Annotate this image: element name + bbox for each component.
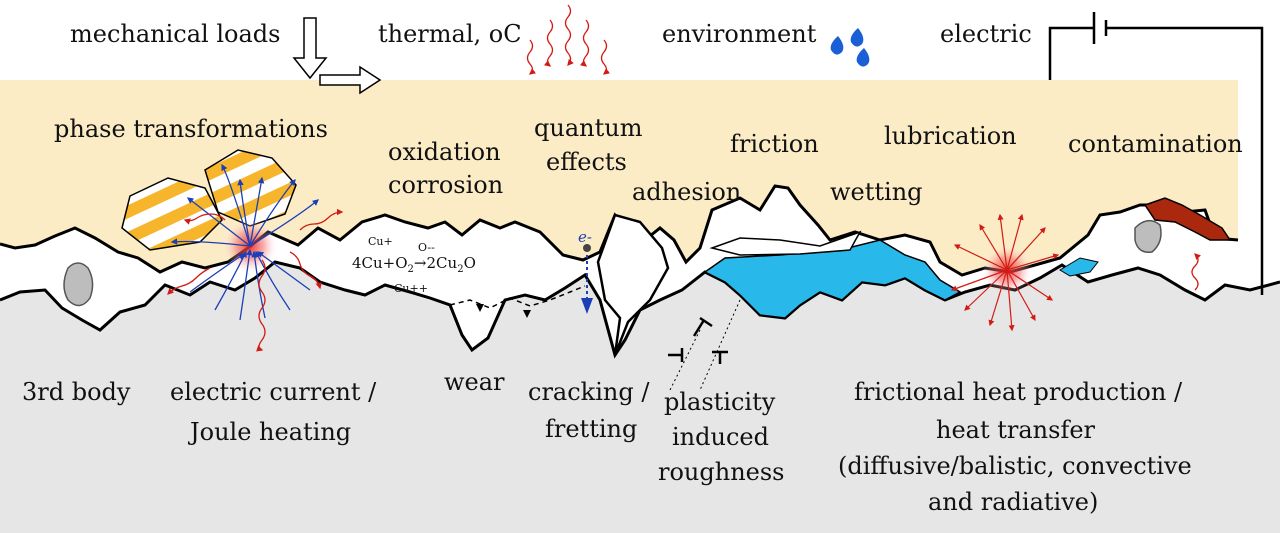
label-heat-line-3: (diffusive/balistic, convective bbox=[838, 452, 1192, 480]
field-lines bbox=[170, 163, 319, 321]
reaction-cu-plusplus: Cu++ bbox=[394, 282, 428, 295]
dislocation-slip-lines bbox=[669, 299, 741, 391]
label-heat-line-4: and radiative) bbox=[928, 488, 1098, 516]
electron-icon bbox=[583, 244, 591, 252]
thermal-arrows bbox=[526, 4, 611, 75]
contamination-particle bbox=[1134, 219, 1162, 253]
label-corrosion: corrosion bbox=[388, 171, 503, 199]
label-wetting: wetting bbox=[830, 178, 923, 206]
upper-body bbox=[0, 80, 1238, 275]
label-phase-transformations: phase transformations bbox=[54, 115, 328, 143]
wear-path bbox=[449, 285, 586, 309]
tangential-load-arrow[interactable] bbox=[319, 65, 382, 95]
droplet-icon bbox=[830, 28, 870, 67]
label-environment: environment bbox=[662, 20, 817, 48]
joule-radiation bbox=[167, 208, 1201, 352]
heat-flux-lines bbox=[950, 213, 1060, 332]
label-plasticity: plasticity bbox=[664, 388, 776, 416]
reaction-equation: 4Cu+O2→2Cu2O bbox=[352, 254, 476, 275]
label-effects: effects bbox=[546, 148, 627, 176]
electric-circuit bbox=[1048, 12, 1264, 295]
label-thermal: thermal, oC bbox=[378, 20, 522, 48]
label-joule-heating: Joule heating bbox=[187, 418, 351, 446]
crack bbox=[596, 213, 670, 356]
label-wear: wear bbox=[444, 368, 505, 396]
label-friction: friction bbox=[730, 130, 819, 158]
label-electron: e- bbox=[578, 228, 592, 246]
label-electric: electric bbox=[940, 20, 1032, 48]
label-roughness: roughness bbox=[658, 458, 785, 486]
label-fretting: fretting bbox=[545, 415, 637, 443]
label-quantum: quantum bbox=[534, 114, 643, 142]
adhesion-junction bbox=[709, 230, 862, 256]
label-induced: induced bbox=[672, 423, 769, 451]
third-body-particle bbox=[63, 262, 94, 307]
lower-body bbox=[0, 262, 1280, 533]
lubricant-film-right bbox=[1059, 257, 1099, 277]
lubricant-pool bbox=[703, 239, 962, 319]
label-lubrication: lubrication bbox=[884, 122, 1017, 150]
reaction-o-minus: O-- bbox=[418, 241, 435, 254]
label-mechanical-loads: mechanical loads bbox=[70, 20, 280, 48]
label-oxidation: oxidation bbox=[388, 138, 501, 166]
label-electric-current: electric current / bbox=[170, 378, 377, 406]
label-heat-line-1: frictional heat production / bbox=[854, 378, 1183, 406]
electron-arrow bbox=[581, 298, 593, 314]
label-cracking: cracking / bbox=[528, 378, 650, 406]
grain-right bbox=[204, 149, 297, 227]
wear-arrow-1 bbox=[476, 304, 484, 312]
label-contamination: contamination bbox=[1068, 130, 1243, 158]
label-heat-line-2: heat transfer bbox=[936, 416, 1096, 444]
normal-load-arrow[interactable] bbox=[292, 17, 328, 80]
reaction-cu-plus: Cu+ bbox=[368, 235, 393, 248]
label-adhesion: adhesion bbox=[632, 178, 741, 206]
grain-left bbox=[121, 177, 223, 251]
dislocations bbox=[668, 316, 728, 364]
label-third-body: 3rd body bbox=[22, 378, 131, 406]
contaminant-layer bbox=[1143, 197, 1232, 241]
wear-arrow-2 bbox=[523, 310, 531, 318]
